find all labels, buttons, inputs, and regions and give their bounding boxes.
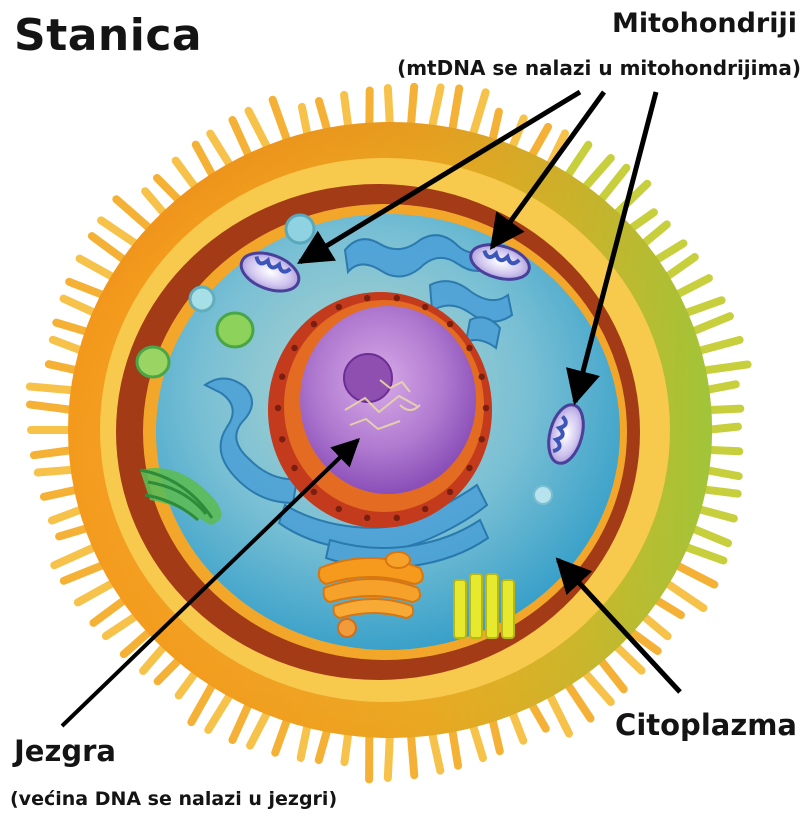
vesicle (338, 619, 356, 637)
nuclear-pore (422, 506, 428, 512)
membrane-spike (682, 546, 723, 561)
nuclear-pore (291, 465, 297, 471)
membrane-spike (208, 692, 232, 730)
nuclear-pore (364, 515, 370, 521)
membrane-spike (30, 405, 75, 411)
nuclear-pore (479, 374, 485, 380)
page-title: Stanica (14, 10, 202, 61)
vesicle (190, 287, 214, 311)
membrane-spike (78, 581, 116, 602)
nucleoplasm (300, 306, 476, 494)
nuclear-pore (479, 436, 485, 442)
nucleus-label: Jezgra (14, 734, 116, 768)
membrane-spike (431, 729, 440, 770)
nuclear-pore (394, 295, 400, 301)
nucleolus (344, 354, 392, 402)
nuclear-pore (422, 304, 428, 310)
nuclear-pore (483, 405, 489, 411)
mitochondria-note: (mtDNA se nalazi u mitohondrijima) (397, 56, 801, 80)
nuclear-pore (336, 506, 342, 512)
mitochondria-label: Mitohondriji (612, 8, 797, 39)
nuclear-pore (447, 489, 453, 495)
membrane-spike (250, 709, 269, 746)
nuclear-pore (394, 515, 400, 521)
membrane-spike (273, 100, 289, 144)
membrane-spike (673, 278, 709, 296)
membrane-spike (689, 316, 730, 333)
membrane-spike (452, 88, 460, 133)
membrane-spike (191, 681, 214, 722)
membrane-spike (582, 670, 610, 702)
nuclear-pore (279, 436, 285, 442)
membrane-spike (80, 259, 117, 279)
nuclear-pore (466, 345, 472, 351)
nuclear-pore (311, 489, 317, 495)
membrane-spike (598, 657, 623, 689)
membrane-spike (566, 681, 591, 718)
membrane-spike (673, 564, 714, 585)
membrane-spike (34, 450, 75, 455)
membrane-spike (566, 145, 589, 179)
nucleus-note: (većina DNA se nalazi u jezgri) (10, 788, 337, 810)
green-organelle (217, 313, 253, 347)
nuclear-pore (291, 345, 297, 351)
membrane-spike (249, 111, 270, 151)
membrane-spike (689, 527, 728, 543)
membrane-spike (92, 236, 127, 262)
nuclear-pore (447, 321, 453, 327)
membrane-spike (411, 87, 414, 129)
vesicle (534, 486, 552, 504)
membrane-spike (582, 158, 610, 190)
nuclear-pore (311, 321, 317, 327)
membrane-spike (54, 546, 98, 566)
membrane-spike (700, 364, 748, 371)
vesicle (286, 215, 314, 243)
membrane-spike (210, 134, 232, 169)
cytoplasm-label: Citoplazma (615, 708, 797, 742)
membrane-spike (682, 300, 722, 314)
membrane-spike (388, 732, 390, 778)
membrane-spike (472, 92, 486, 138)
nuclear-pore (336, 304, 342, 310)
membrane-spike (233, 120, 251, 159)
membrane-spike (695, 340, 739, 352)
membrane-spike (548, 692, 569, 734)
nuclear-pore (279, 374, 285, 380)
membrane-spike (411, 731, 415, 775)
membrane-spike (94, 598, 128, 623)
nuclear-pore (364, 295, 370, 301)
membrane-spike (30, 387, 77, 391)
membrane-spike (64, 564, 107, 581)
membrane-spike (233, 701, 251, 740)
nuclear-pore (275, 405, 281, 411)
membrane-spike (431, 87, 440, 130)
green-organelle (137, 347, 169, 377)
nuclear-pore (466, 465, 472, 471)
membrane-spike (116, 199, 152, 231)
